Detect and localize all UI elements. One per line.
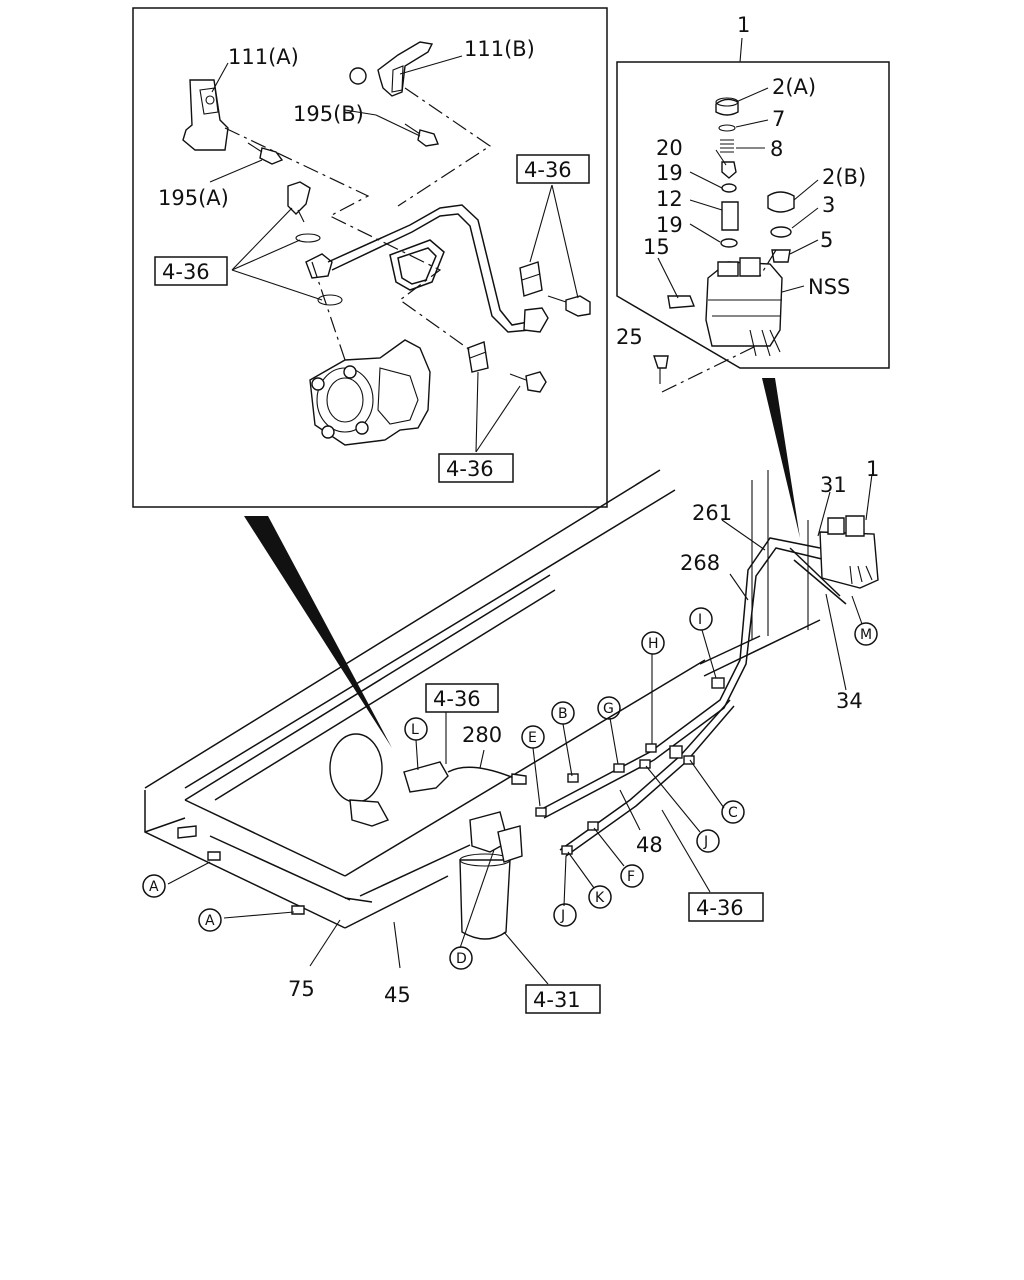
callout-m: M <box>860 627 872 643</box>
reservoir-assembly <box>819 515 879 589</box>
label-25: 25 <box>616 325 643 349</box>
power-steering-pump <box>309 339 431 446</box>
bracket-111a <box>182 79 229 151</box>
reference-boxes: 4-36 4-36 4-36 4-36 4-36 4-31 <box>154 154 764 1014</box>
label-111a: 111(A) <box>228 45 299 69</box>
callout-d: D <box>456 951 467 967</box>
label-19-upper: 19 <box>656 161 683 185</box>
label-7: 7 <box>772 107 785 131</box>
label-280: 280 <box>462 723 502 747</box>
label-8: 8 <box>770 137 783 161</box>
callout-h: H <box>648 636 659 652</box>
clamp-upper <box>519 261 543 297</box>
label-20: 20 <box>656 136 683 160</box>
ref-4-36-c: 4-36 <box>446 457 494 481</box>
reservoir-callout-wedge <box>762 378 800 538</box>
callout-j-2: J <box>560 908 565 924</box>
reservoir-leaders <box>657 87 819 393</box>
main-leaders <box>167 473 873 985</box>
ref-4-36-b: 4-36 <box>162 260 210 284</box>
bolt-195b <box>404 123 439 147</box>
callout-k: K <box>595 890 605 906</box>
label-261: 261 <box>692 501 732 525</box>
ref-4-36-a: 4-36 <box>524 158 572 182</box>
circled-callouts: A A B C D E F G H I J J K L M <box>142 607 878 970</box>
bracket-111b <box>349 41 434 97</box>
pump-detail-frame <box>132 7 608 508</box>
label-2a: 2(A) <box>772 75 816 99</box>
label-195b: 195(B) <box>293 102 364 126</box>
ref-4-36-d: 4-36 <box>433 687 481 711</box>
label-1-main: 1 <box>866 457 879 481</box>
label-3: 3 <box>822 193 835 217</box>
callout-i: I <box>698 612 702 628</box>
pump-callout-wedge <box>244 516 392 748</box>
label-nss: NSS <box>808 275 850 299</box>
label-2b: 2(B) <box>822 165 866 189</box>
label-111b: 111(B) <box>464 37 535 61</box>
sensor-l <box>403 761 527 793</box>
callout-a-2: A <box>205 913 215 929</box>
ref-4-36-e: 4-36 <box>696 896 744 920</box>
pipe-fitting <box>305 253 333 279</box>
fittings <box>177 677 725 915</box>
callout-b: B <box>558 706 568 722</box>
main-pipes <box>539 537 847 857</box>
frame-rails <box>144 469 821 929</box>
washer-upper <box>295 233 321 243</box>
detail-leaders <box>209 55 579 453</box>
bolt-upper <box>287 181 311 223</box>
label-12: 12 <box>656 187 683 211</box>
bolt-clamp-lower <box>509 371 547 393</box>
callout-a-1: A <box>149 879 159 895</box>
label-19-lower: 19 <box>656 213 683 237</box>
callout-g: G <box>603 701 614 717</box>
pressure-pipe <box>327 204 549 333</box>
callout-l: L <box>411 722 419 738</box>
label-75: 75 <box>288 977 315 1001</box>
callout-j-1: J <box>703 834 708 850</box>
label-45: 45 <box>384 983 411 1007</box>
callout-e: E <box>528 730 537 746</box>
washer-lower <box>317 294 343 306</box>
label-15: 15 <box>643 235 670 259</box>
pump-assembly <box>329 733 390 827</box>
callout-c: C <box>728 805 738 821</box>
bolt-195a <box>247 142 284 165</box>
label-1-top: 1 <box>737 13 750 37</box>
label-268: 268 <box>680 551 720 575</box>
reservoir-detail-frame <box>616 61 890 369</box>
callout-f: F <box>627 869 635 885</box>
clamp-lower <box>467 341 489 373</box>
label-31: 31 <box>820 473 847 497</box>
label-34: 34 <box>836 689 863 713</box>
label-195a: 195(A) <box>158 186 229 210</box>
bolt-clamp-upper <box>547 295 591 317</box>
reservoir-parts <box>653 97 795 384</box>
part-number-labels: 111(A) 111(B) 195(B) 195(A) 1 2(A) 7 8 2… <box>158 13 879 1007</box>
label-48: 48 <box>636 833 663 857</box>
label-5: 5 <box>820 228 833 252</box>
ref-4-31: 4-31 <box>533 988 581 1012</box>
steering-gear <box>459 811 523 940</box>
